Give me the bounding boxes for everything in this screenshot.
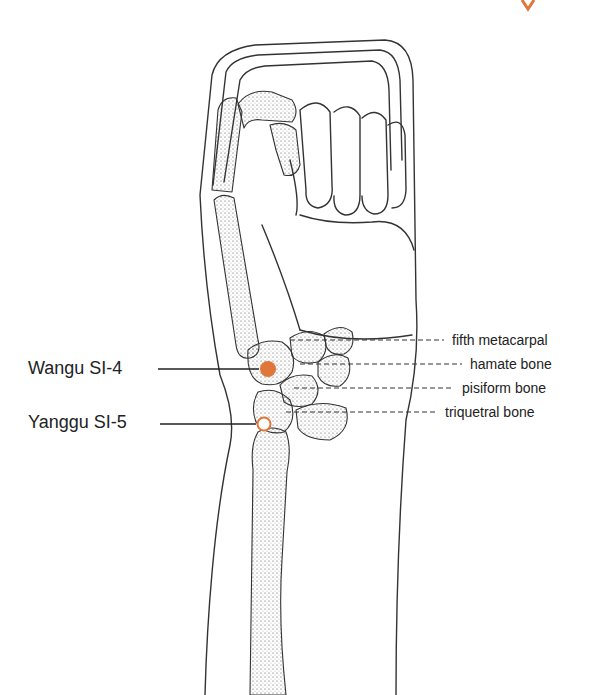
point-label: Wangu SI-4	[26, 358, 124, 380]
leader-line	[286, 412, 437, 413]
leader-line	[160, 423, 256, 424]
bone-label: hamate bone	[468, 356, 554, 373]
corner-mark	[522, 0, 534, 9]
bone-label: pisiform bone	[460, 380, 548, 397]
leader-line	[158, 368, 259, 369]
point-label: Yanggu SI-5	[26, 412, 129, 434]
bone-label: fifth metacarpal	[450, 332, 550, 349]
leader-line	[290, 340, 444, 341]
leader-lines	[158, 340, 462, 424]
leader-line	[300, 364, 462, 365]
point-marker	[258, 418, 271, 431]
bone-label: triquetral bone	[443, 404, 537, 421]
leader-line	[294, 388, 454, 389]
bones	[212, 91, 353, 695]
arm-outline	[200, 40, 417, 695]
point-marker	[260, 361, 276, 377]
